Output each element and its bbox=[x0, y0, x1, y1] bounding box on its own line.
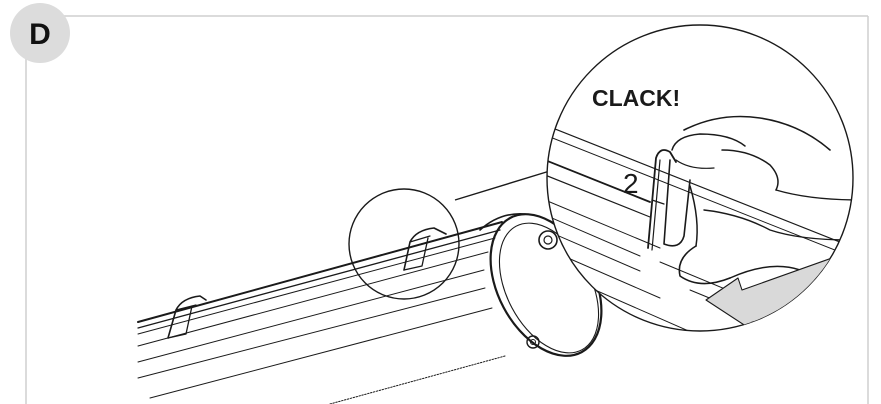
step-number-label: 2 bbox=[623, 168, 639, 199]
step-badge: D bbox=[10, 3, 70, 63]
clack-sound-label: CLACK! bbox=[592, 85, 680, 111]
panel-frame bbox=[25, 15, 869, 404]
luminaire-housing bbox=[137, 213, 603, 404]
push-arrow-icon bbox=[705, 247, 853, 331]
step-badge-letter: D bbox=[29, 18, 51, 51]
zoom-callout: CLACK! 2 bbox=[546, 24, 854, 332]
detail-magnifier bbox=[348, 169, 554, 300]
